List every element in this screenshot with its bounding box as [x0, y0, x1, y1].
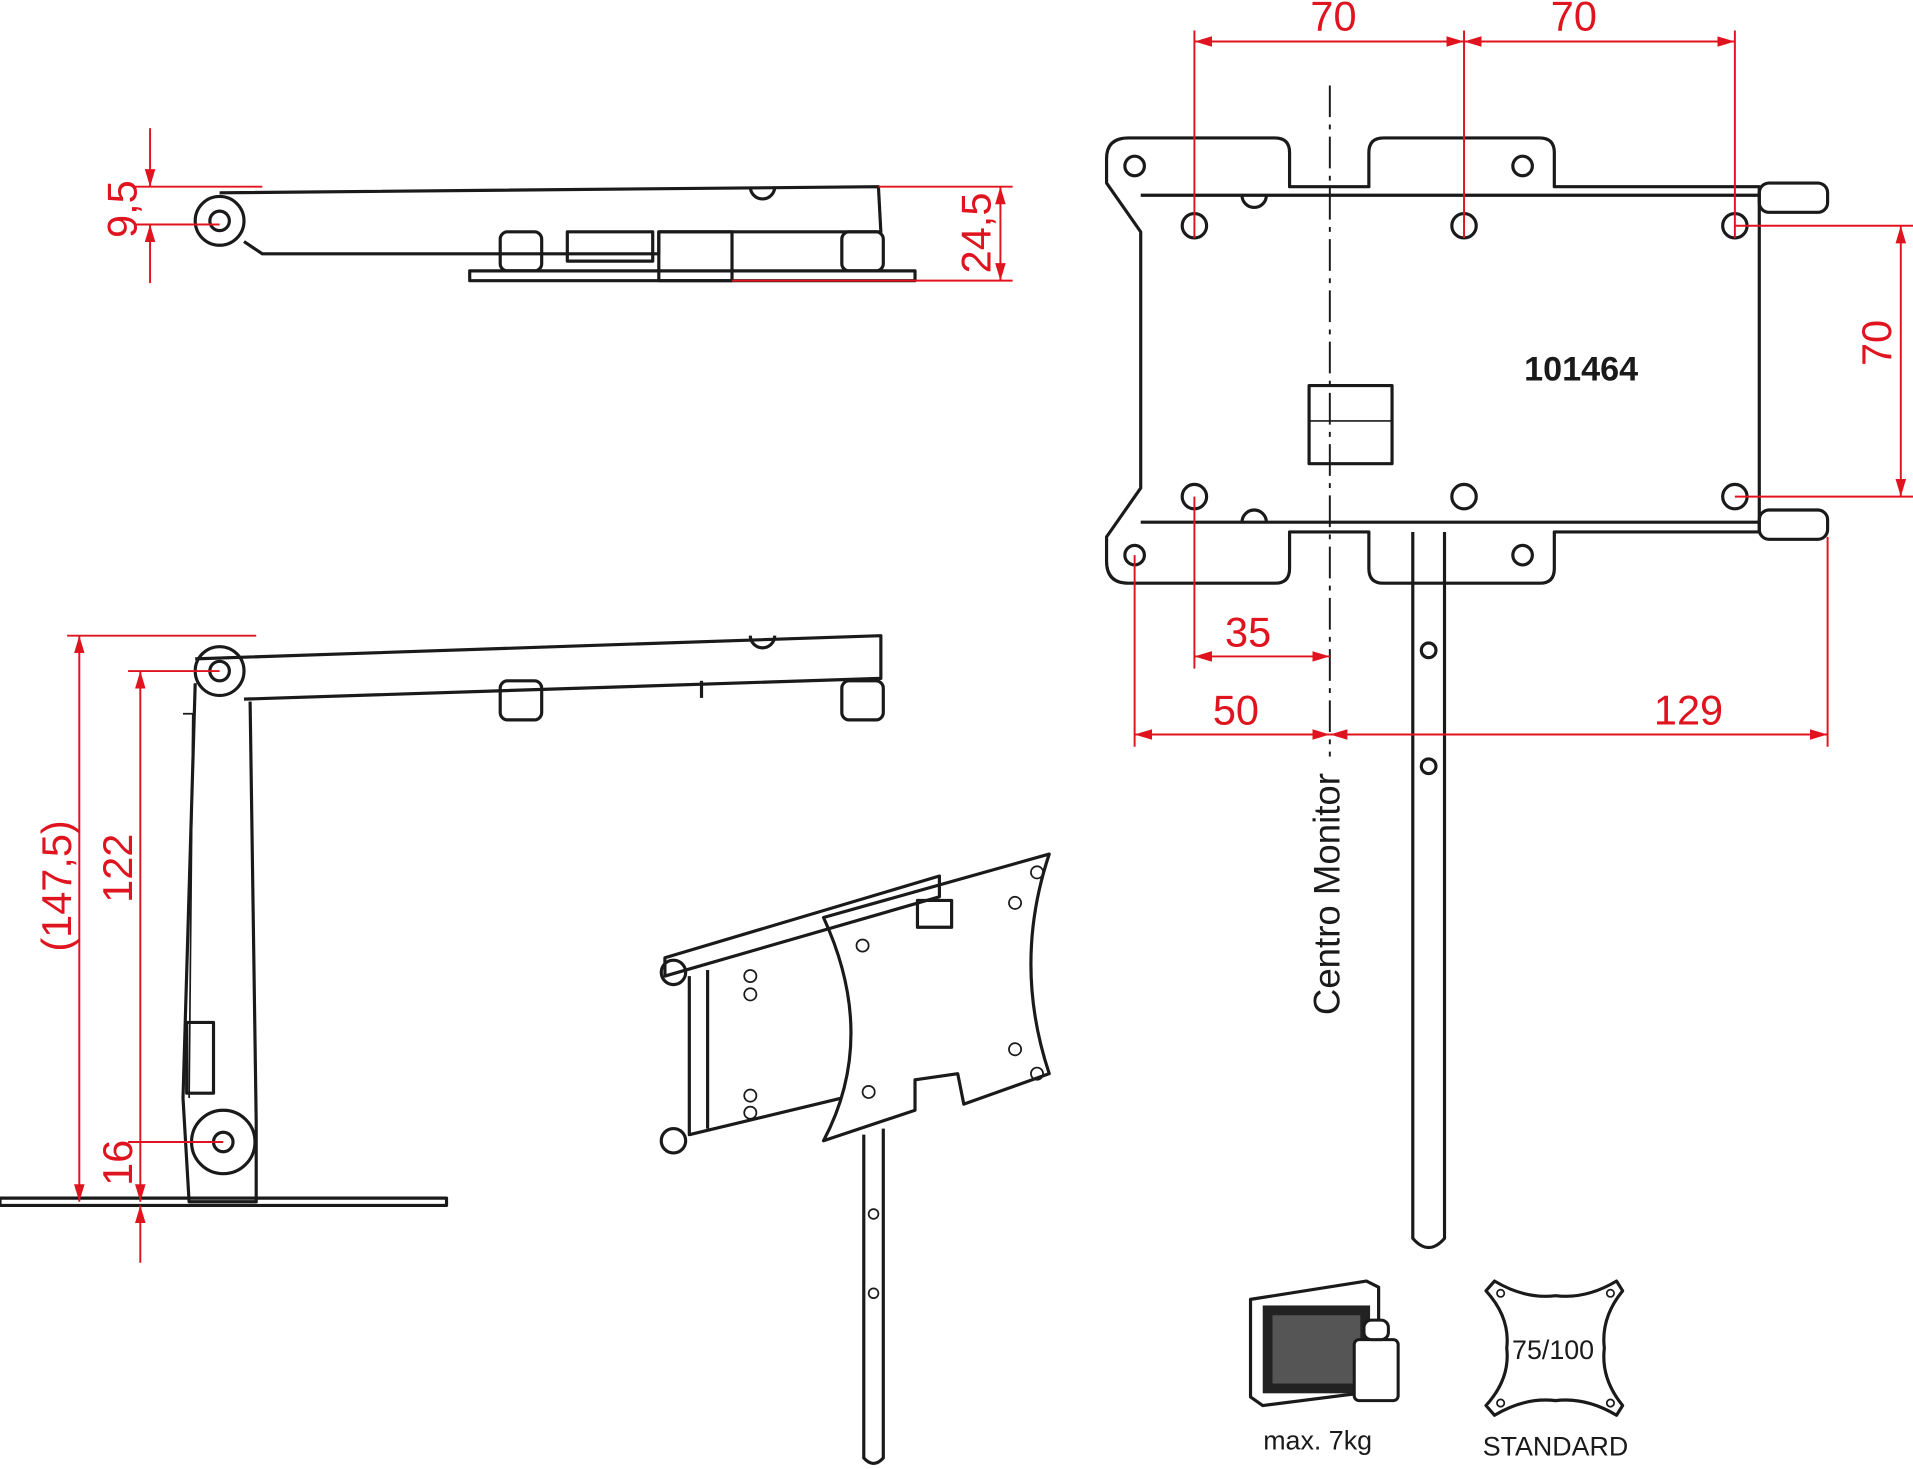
side-view-extended: (147,5) 122 16 [0, 634, 885, 1263]
dim-122: 122 16 [94, 670, 224, 1263]
vesa-standard-label: STANDARD [1483, 1432, 1629, 1462]
dim-label-147-5: (147,5) [33, 820, 80, 951]
dim-label-70-side: 70 [1853, 320, 1900, 366]
max-load-label: max. 7kg [1263, 1425, 1372, 1455]
dim-label-70-left: 70 [1310, 0, 1356, 40]
dim-bottom: 35 50 129 [1133, 496, 1829, 747]
dim-label-122: 122 [94, 834, 141, 903]
dim-label-70-right: 70 [1551, 0, 1597, 40]
weight-icon [1352, 1318, 1400, 1403]
max-load-badge: max. 7kg [1248, 1279, 1400, 1455]
dim-9-5: 9,5 [99, 128, 263, 284]
dim-right: 70 [1734, 224, 1913, 498]
vesa-badge: 75/100 STANDARD [1483, 1279, 1629, 1462]
vesa-pattern-label: 75/100 [1512, 1335, 1594, 1365]
dim-label-50: 50 [1213, 687, 1259, 734]
front-view: 101464 Centro Monitor 70 70 70 35 50 [1104, 0, 1913, 1250]
dim-24-5: 24,5 [732, 185, 1013, 282]
dim-label-24-5: 24,5 [953, 193, 1000, 274]
dim-label-129: 129 [1654, 687, 1723, 734]
dim-label-9-5: 9,5 [99, 180, 146, 238]
dim-147-5: (147,5) [33, 634, 257, 1202]
dim-top: 70 70 [1193, 0, 1736, 238]
center-label: Centro Monitor [1307, 773, 1348, 1015]
isometric-view [659, 852, 1051, 1466]
vesa-plate-icon [1484, 1279, 1625, 1417]
side-view-top: 9,5 24,5 [99, 128, 1013, 284]
dim-label-16: 16 [94, 1140, 141, 1186]
part-number: 101464 [1524, 351, 1638, 389]
dim-label-35: 35 [1225, 609, 1271, 656]
